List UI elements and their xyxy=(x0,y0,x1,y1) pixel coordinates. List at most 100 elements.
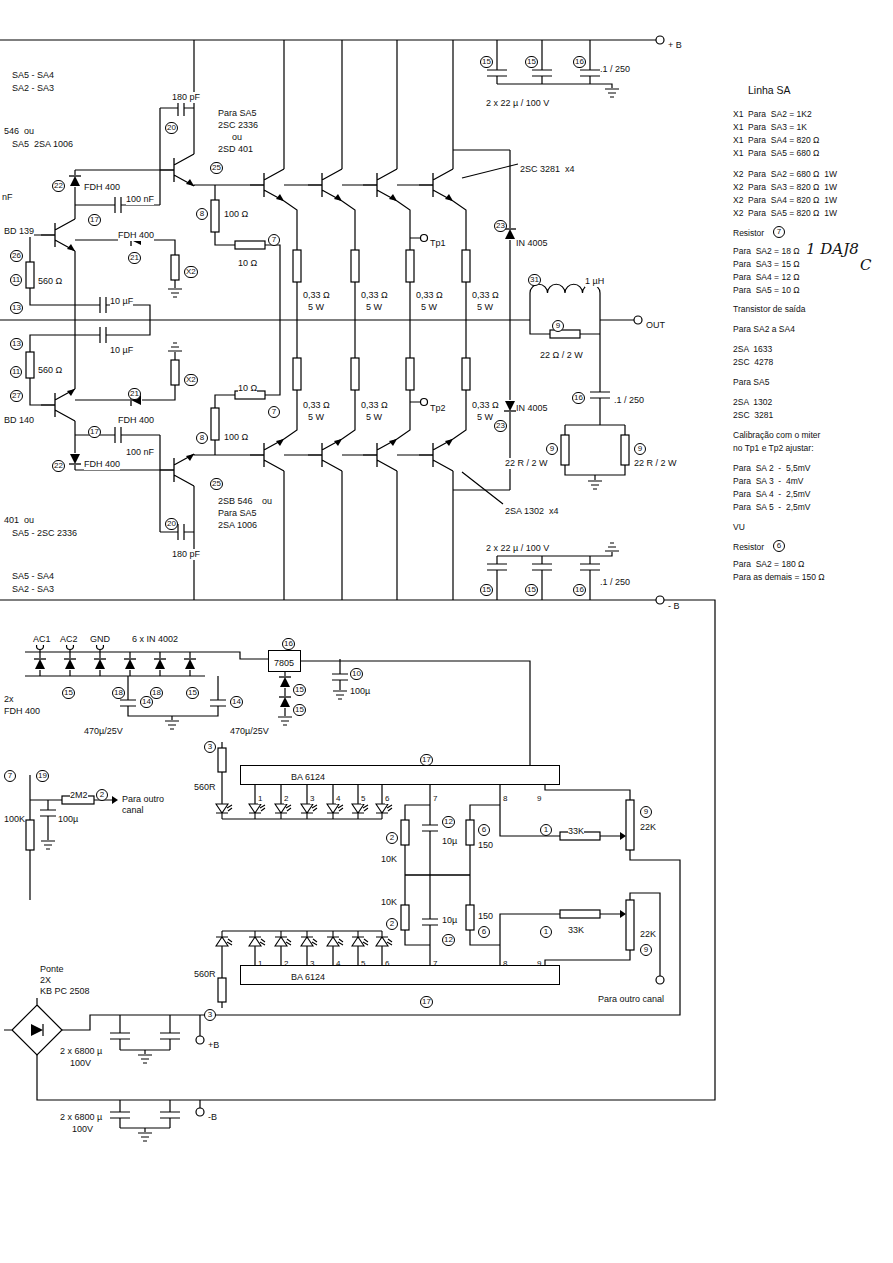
callout-number: 26 xyxy=(10,250,23,262)
label-text: AC2 xyxy=(60,634,78,645)
arrow-head xyxy=(112,796,118,804)
callout-number: 20 xyxy=(165,518,178,530)
label-text: 180 pF xyxy=(172,549,200,560)
callout-number: 9 xyxy=(640,944,652,956)
callout-number: 6 xyxy=(773,540,785,552)
callout-number: 22 xyxy=(52,180,65,192)
label-text: 2SD 401 xyxy=(218,144,253,155)
callout-number: 22 xyxy=(52,460,65,472)
diode-symbol xyxy=(64,659,76,669)
label-text: 5 W xyxy=(477,302,493,313)
label-text: X2 Para SA4 = 820 Ω 1W xyxy=(733,195,837,206)
output-network xyxy=(0,284,634,480)
callout-number: 12 xyxy=(442,934,455,946)
callout-number: 16 xyxy=(282,638,295,650)
label-text: Linha SA xyxy=(748,84,791,97)
label-text: 150 xyxy=(478,911,493,922)
callout-number: 18 xyxy=(112,687,125,699)
label-text: X1 Para SA3 = 1K xyxy=(733,122,807,133)
callout-number: 21 xyxy=(128,388,141,400)
label-text: 10 µF xyxy=(110,345,133,356)
label-text: 2 x 22 µ / 100 V xyxy=(486,543,549,554)
label-text: +B xyxy=(208,1040,219,1051)
label-text: 560R xyxy=(194,782,216,793)
callout-number: 14 xyxy=(230,696,243,708)
pin-number: 1 xyxy=(258,794,262,804)
resistor-symbol xyxy=(26,820,34,850)
label-text: Resistor xyxy=(733,542,764,553)
label-text: 470µ/25V xyxy=(230,726,269,737)
label-text: SA2 - SA3 xyxy=(12,83,54,94)
label-text: 100 Ω xyxy=(224,209,248,220)
callout-number: 13 xyxy=(10,338,23,350)
label-text: VU xyxy=(733,522,745,533)
label-text: Para SA5 = 10 Ω xyxy=(733,285,800,296)
label-text: .1 / 250 xyxy=(600,577,630,588)
label-text: 5 W xyxy=(308,412,324,423)
callout-number: 15 xyxy=(525,584,538,596)
label-text: 33K xyxy=(568,826,584,837)
label-text: 0,33 Ω xyxy=(361,400,388,411)
label-text: Resistor xyxy=(733,228,764,239)
label-text: 100µ xyxy=(350,686,370,697)
label-text: AC1 xyxy=(33,634,51,645)
label-text: 2SC 3281 x4 xyxy=(520,164,575,175)
callout-number: 1 xyxy=(540,824,552,836)
label-text: 2SB 546 xyxy=(218,496,253,507)
callout-number: 17 xyxy=(88,426,101,438)
callout-number: 6 xyxy=(478,824,490,836)
callout-number: 11 xyxy=(10,366,22,378)
label-text: FDH 400 xyxy=(84,459,120,470)
other-channel-wiring xyxy=(630,893,660,976)
label-text: 2SC 4278 xyxy=(733,357,773,368)
callout-number: 10 xyxy=(350,668,363,680)
resistor-symbol xyxy=(621,435,629,465)
label-text: 0,33 Ω xyxy=(303,400,330,411)
callout-number: 25 xyxy=(210,162,223,174)
label-text: Para outro canal xyxy=(598,994,664,1005)
callout-number: X2 xyxy=(184,266,198,278)
label-text: 10K xyxy=(381,897,397,908)
label-text: X2 Para SA3 = 820 Ω 1W xyxy=(733,182,837,193)
label-text: nF xyxy=(2,192,13,203)
label-text: 100K xyxy=(4,814,25,825)
callout-number: 15 xyxy=(293,704,306,716)
callout-number: 17 xyxy=(420,996,433,1008)
callout-number: 16 xyxy=(573,584,586,596)
vu-channel xyxy=(216,742,634,875)
terminal xyxy=(634,316,642,324)
label-text: Para outro canal xyxy=(122,794,170,816)
node-text: BA 6124 xyxy=(291,772,325,782)
ground-symbol xyxy=(41,841,55,849)
label-text: 10 Ω xyxy=(238,258,257,269)
label-text: 22 R / 2 W xyxy=(634,458,677,469)
pin-number: 4 xyxy=(336,794,340,804)
label-text: IN 4005 xyxy=(516,238,548,249)
label-text: X1 Para SA5 = 680 Ω xyxy=(733,148,819,159)
callout-number: 15 xyxy=(480,56,493,68)
callout-number: 9 xyxy=(640,806,652,818)
label-text: FDH 400 xyxy=(118,230,154,241)
ground-symbol xyxy=(138,1055,152,1063)
label-text: 150 xyxy=(478,840,493,851)
label-text: 100 nF xyxy=(126,447,154,458)
callout-number: 16 xyxy=(573,56,586,68)
callout-number: 8 xyxy=(196,432,208,444)
regulator-box: 7805 xyxy=(268,650,301,672)
callout-number: 31 xyxy=(528,274,541,286)
label-text: Para SA 4 - 2,5mV xyxy=(733,489,810,500)
label-text: 6 x IN 4002 xyxy=(132,634,178,645)
callout-number: 17 xyxy=(88,214,101,226)
pin-number: 3 xyxy=(310,794,314,804)
vu-channel xyxy=(216,875,634,1008)
pin-number: 9 xyxy=(537,794,541,804)
callout-number: 7 xyxy=(268,406,280,418)
label-text: Para SA 3 - 4mV xyxy=(733,476,803,487)
label-text: 2SC 2336 xyxy=(218,120,258,131)
label-text: 100 nF xyxy=(126,194,154,205)
label-text: 2x xyxy=(4,694,14,705)
pin-number: 8 xyxy=(503,794,507,804)
label-text: 2M2 xyxy=(70,790,88,801)
ground-symbol xyxy=(588,481,602,489)
